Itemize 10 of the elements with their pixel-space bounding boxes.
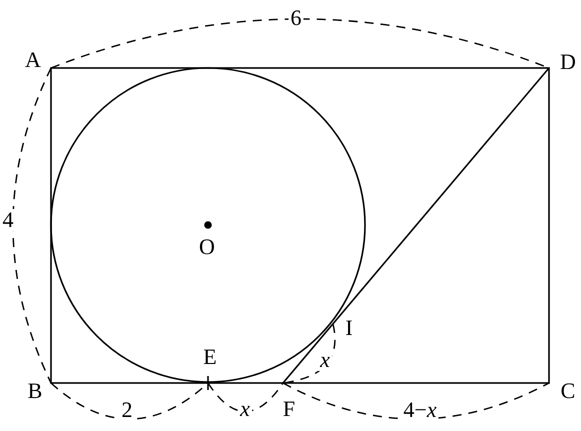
point-label: F [282,398,296,420]
point-label: A [24,49,42,71]
dimension-label: 2 [120,399,134,421]
dimension-label: 4 [0,209,16,231]
point-label: E [202,346,218,368]
point-label: B [26,380,44,402]
point-label: D [559,51,577,73]
point-label: C [560,380,576,402]
point-label: O [198,236,216,258]
point-label: I [344,317,354,339]
